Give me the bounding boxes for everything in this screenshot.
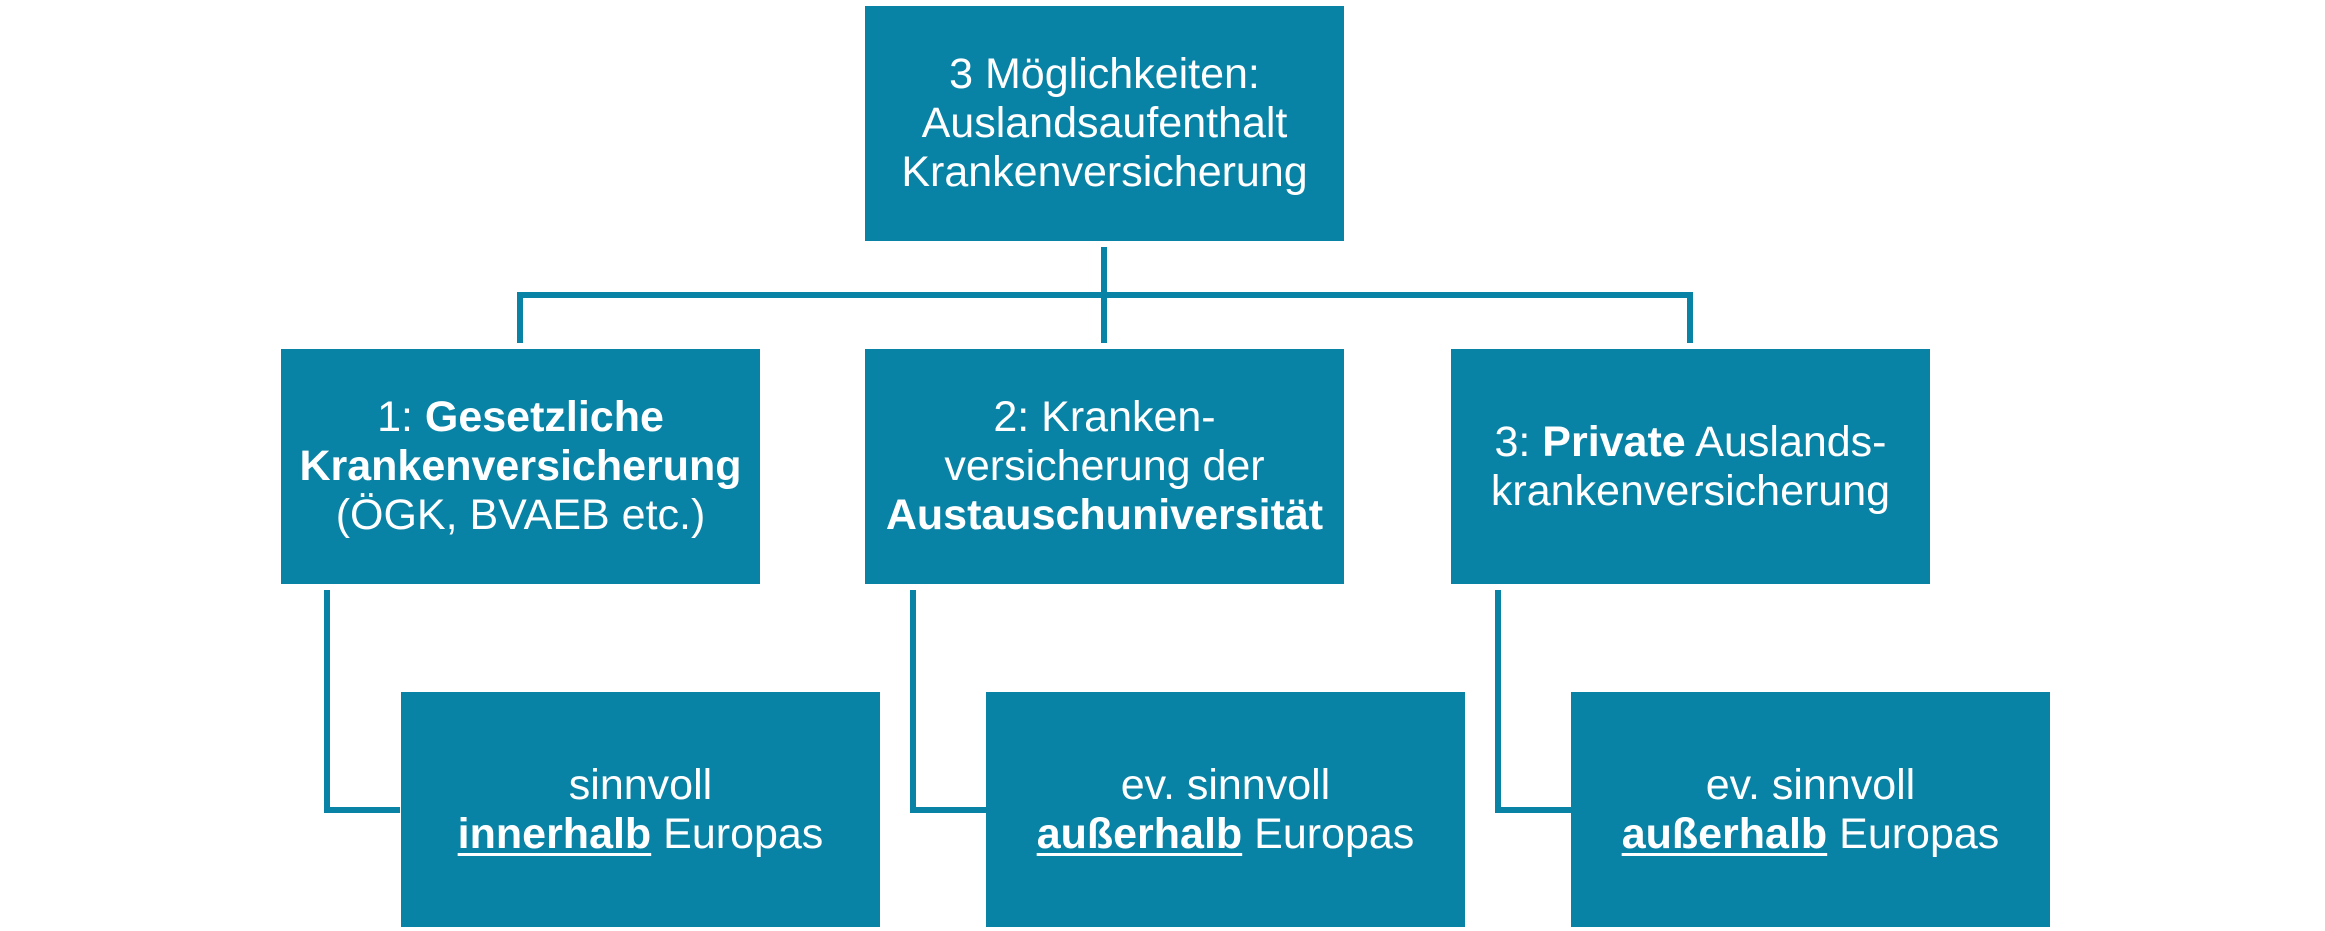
option-1-prefix: 1: [377,393,425,441]
root-node: 3 Möglichkeiten: Auslandsaufenthalt Kran… [865,6,1344,241]
recommendation-3-line-1: ev. sinnvoll [1705,760,1916,809]
recommendation-2-line-1: ev. sinnvoll [1120,760,1331,809]
recommendation-3-tail: Europas [1827,809,2000,858]
recommendation-3-emphasis: außerhalb [1621,809,1828,858]
connector-option-1-horizontal [324,807,400,813]
connector-option-2-horizontal [910,807,986,813]
option-node-2: 2: Kranken- versicherung der Austauschun… [865,349,1344,584]
option-1-bold-b: Krankenversicherung [299,442,742,490]
connector-to-option-1 [517,292,523,343]
root-line-2: Auslandsaufenthalt [921,99,1288,147]
option-1-bold-a: Gesetzliche [424,393,664,441]
connector-to-option-2 [1101,292,1107,343]
recommendation-node-2: ev. sinnvoll außerhalb Europas [986,692,1465,927]
connector-option-3-horizontal [1495,807,1571,813]
option-node-3: 3: Private Auslands- krankenversicherung [1451,349,1930,584]
option-3-rest-a: Auslands- [1685,417,1887,466]
connector-to-option-3 [1687,292,1693,343]
recommendation-1-emphasis: innerhalb [457,809,652,858]
option-2-bold: Austauschuniversität [885,491,1324,539]
option-3-rest-b: krankenversicherung [1490,466,1891,515]
option-3-prefix: 3: [1494,417,1543,466]
recommendation-1-line-1: sinnvoll [568,760,713,809]
option-2-line-2: versicherung der [944,442,1265,490]
connector-option-3-vertical [1495,590,1501,813]
connector-option-2-vertical [910,590,916,813]
root-line-3: Krankenversicherung [901,148,1308,196]
connector-root-down [1101,247,1107,298]
connector-option-1-vertical [324,590,330,813]
option-1-rest: (ÖGK, BVAEB etc.) [335,491,706,539]
option-3-bold: Private [1542,417,1686,466]
recommendation-2-emphasis: außerhalb [1036,809,1243,858]
recommendation-node-3: ev. sinnvoll außerhalb Europas [1571,692,2050,927]
recommendation-node-1: sinnvoll innerhalb Europas [401,692,880,927]
recommendation-1-tail: Europas [651,809,824,858]
option-node-1: 1: Gesetzliche Krankenversicherung (ÖGK,… [281,349,760,584]
recommendation-2-tail: Europas [1242,809,1415,858]
option-2-line-1: 2: Kranken- [993,393,1216,441]
root-line-1: 3 Möglichkeiten: [949,50,1260,98]
